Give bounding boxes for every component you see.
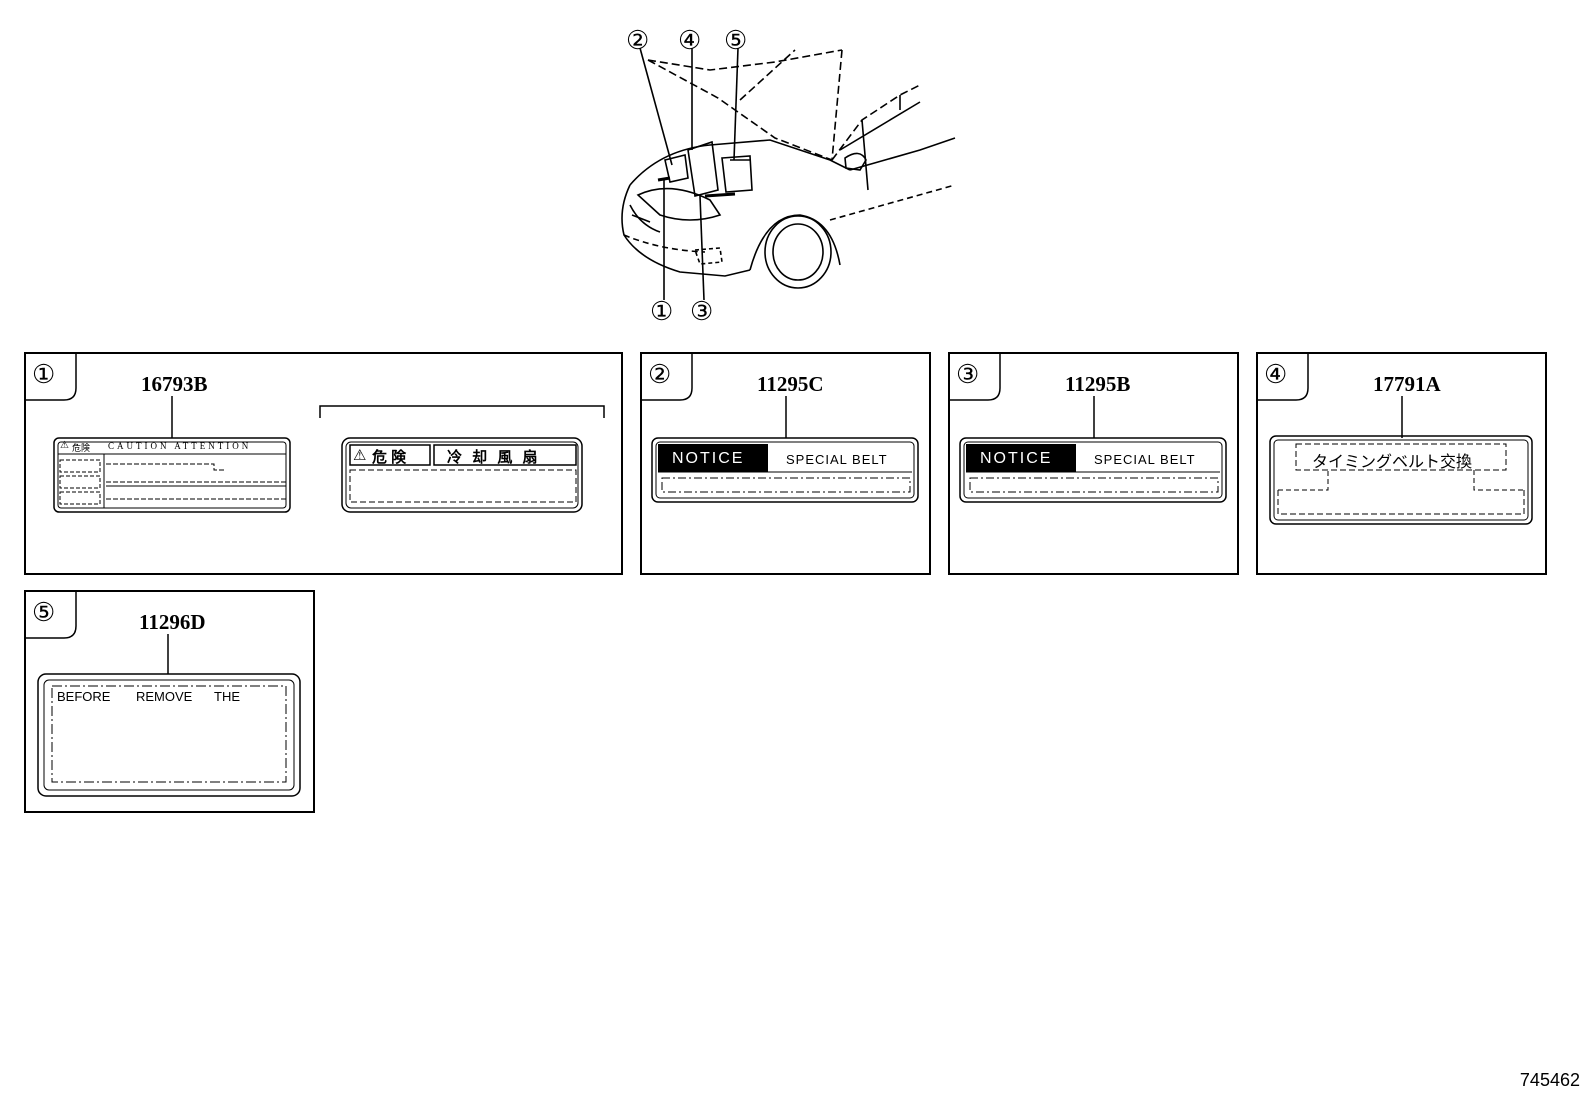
panel-1: [24, 352, 623, 575]
panel-1-part-number: 16793B: [141, 372, 208, 396]
special-belt-text: SPECIAL BELT: [786, 452, 888, 467]
diagram-id: 745462: [1519, 1070, 1580, 1090]
label-b-header-right: 冷 却 風 扇: [447, 449, 538, 466]
panel-5-index: ⑤: [32, 597, 56, 627]
panel-4-index: ④: [1264, 359, 1288, 389]
panel-2-part-number: 11295C: [757, 372, 824, 396]
panel-5-part-number: 11296D: [139, 610, 206, 634]
panel-3-part-number: 11295B: [1065, 372, 1131, 396]
panel-2-index: ②: [648, 359, 672, 389]
label-word-remove: REMOVE: [136, 689, 193, 704]
panel-4-part-number: 17791A: [1373, 372, 1441, 396]
warning-icon: ⚠: [353, 447, 367, 464]
callout-2: ②: [626, 25, 650, 55]
notice-text: NOTICE: [980, 450, 1053, 467]
label-word-before: BEFORE: [57, 689, 111, 704]
special-belt-text: SPECIAL BELT: [1094, 452, 1196, 467]
car-illustration: [621, 47, 956, 301]
label-word-the: THE: [214, 689, 240, 704]
panel-4: [1256, 352, 1547, 575]
callout-5: ⑤: [724, 25, 748, 55]
label-a-header: CAUTION ATTENTION: [108, 441, 252, 451]
timing-belt-text: タイミングベルト交換: [1312, 452, 1473, 471]
callout-4: ④: [678, 25, 702, 55]
panel-1-index: ①: [32, 359, 56, 389]
callout-1: ①: [650, 296, 674, 326]
callout-3: ③: [690, 296, 714, 326]
notice-text: NOTICE: [672, 450, 745, 467]
label-b-header-left: 危 険: [372, 449, 407, 466]
panel-5: [24, 590, 315, 813]
label-a-warning-kanji: 危険: [72, 443, 91, 453]
warning-icon: ⚠: [60, 440, 69, 451]
panel-3: [948, 352, 1239, 575]
panel-2: [640, 352, 931, 575]
panel-3-index: ③: [956, 359, 980, 389]
